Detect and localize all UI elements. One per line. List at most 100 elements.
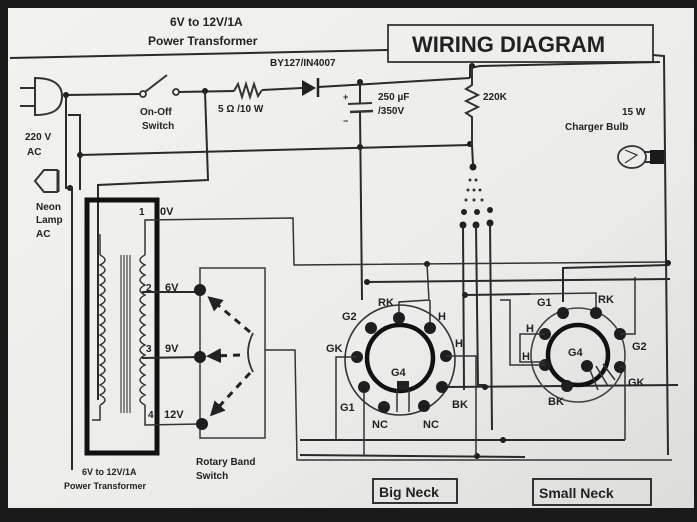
bus-mid <box>464 293 531 296</box>
rotary-label-2: Switch <box>196 471 228 482</box>
resistor-label: 5 Ω /10 W <box>218 104 264 115</box>
rotary-wiper-icon[interactable] <box>247 332 254 373</box>
bus-lower-2 <box>299 454 526 458</box>
tap-3-voltage: 9V <box>165 343 179 355</box>
small-neck-leads <box>500 277 636 440</box>
small-neck-pin-gk: GK <box>628 377 645 389</box>
mains-label-1: 220 V <box>25 132 51 143</box>
big-neck-leads <box>335 263 477 456</box>
small-neck-pin-g4: G4 <box>568 347 584 359</box>
capacitor-label-2: /350V <box>378 106 404 117</box>
rotary-contact-6v[interactable] <box>194 284 206 296</box>
wire-220k-down <box>471 144 474 166</box>
bulb-label-2: Charger Bulb <box>565 122 628 133</box>
tap-4-lead <box>144 405 201 426</box>
resistor-220k-icon <box>463 66 481 145</box>
charger-bulb-icon <box>617 145 664 169</box>
big-neck-pin-nc1: NC <box>372 419 388 431</box>
big-neck-pin-nc2: NC <box>423 419 439 431</box>
small-neck-label-box <box>532 478 652 506</box>
junction-dot <box>665 260 671 266</box>
cap-minus: − <box>343 116 348 126</box>
small-neck-pin-bk: BK <box>548 396 564 408</box>
photo-edge-bottom <box>0 508 697 517</box>
tap-3-wire <box>141 356 201 359</box>
wire-sel-1 <box>462 224 465 391</box>
big-neck-pin-gk: GK <box>326 343 343 355</box>
wire-live-down <box>65 95 73 470</box>
bulb-label-1: 15 W <box>622 107 646 118</box>
transformer-core-icon <box>120 255 131 413</box>
secondary-winding-icon <box>139 254 147 406</box>
small-neck-pin-h1: H <box>526 323 534 335</box>
paper-background <box>8 8 694 508</box>
cap-plus: + <box>343 92 348 102</box>
tap-4-pin: 4 <box>148 410 154 421</box>
tap-1-pin: 1 <box>139 207 145 218</box>
small-neck-pin-rk: RK <box>598 294 614 306</box>
tap-1-voltage: 0V <box>160 206 174 218</box>
tap-2-pin: 2 <box>146 283 152 294</box>
small-neck-pin-h2: H <box>522 351 530 363</box>
wire-sel-2 <box>475 224 484 386</box>
diode-icon <box>302 78 320 97</box>
frame-right-wire <box>652 54 669 456</box>
capacitor-icon <box>347 102 374 114</box>
big-neck-pin-rk: RK <box>378 297 394 309</box>
big-neck-pin-g1: G1 <box>340 402 355 414</box>
rotary-arrow-6v <box>207 296 251 334</box>
neon-label-2: Lamp <box>36 215 63 226</box>
frame-top-wire <box>9 49 389 59</box>
tap-3-pin: 3 <box>146 344 152 355</box>
on-off-switch-icon[interactable] <box>139 74 180 98</box>
rotary-output-wire <box>265 349 672 461</box>
junction-dot <box>474 453 480 459</box>
big-neck-label: Big Neck <box>379 484 439 500</box>
wire-switch-to-transformer <box>97 90 210 400</box>
selector-dots <box>461 178 493 215</box>
mains-label-2: AC <box>27 147 41 158</box>
primary-winding-icon <box>92 234 106 421</box>
rotary-contact-12v[interactable] <box>196 418 208 430</box>
big-neck-pin-h1: H <box>438 311 446 323</box>
diagram-title: WIRING DIAGRAM <box>412 32 605 57</box>
junction-dot <box>482 384 488 390</box>
small-neck-pin-g1: G1 <box>537 297 552 309</box>
wire-small-g1 <box>562 264 669 302</box>
tap-1-lead <box>144 217 669 266</box>
rotary-arrow-12v <box>209 371 252 417</box>
big-neck-label-box <box>372 478 458 504</box>
transformer-caption-2: Power Transformer <box>64 481 147 491</box>
resistor-5ohm-icon <box>233 80 263 101</box>
big-neck-socket <box>344 304 456 416</box>
rotary-contact-9v[interactable] <box>194 351 206 363</box>
neon-lamp-icon <box>33 169 60 193</box>
junction-dot <box>469 163 477 171</box>
diode-label: BY127/IN4007 <box>270 58 336 69</box>
bus-upper <box>366 278 671 283</box>
wire-neutral <box>68 114 81 190</box>
rotary-label-1: Rotary Band <box>196 457 255 468</box>
title-box <box>387 24 654 63</box>
top-caption-line2: Power Transformer <box>148 34 258 48</box>
capacitor-label-1: 250 µF <box>378 92 409 103</box>
neon-label-3: AC <box>36 229 50 240</box>
switch-label-2: Switch <box>142 121 174 132</box>
small-neck-label: Small Neck <box>539 485 614 501</box>
wire-cap <box>359 82 363 301</box>
wire-mains-live <box>65 93 141 96</box>
junction-dot <box>364 279 370 285</box>
big-neck-pin-bk: BK <box>452 399 468 411</box>
top-caption-line1: 6V to 12V/1A <box>170 15 243 29</box>
wire-neutral-bus <box>79 144 471 156</box>
big-neck-pin-g4: G4 <box>391 367 407 379</box>
big-neck-pin-g2: G2 <box>342 311 357 323</box>
wire-resistor-diode <box>261 87 303 91</box>
small-neck-pin-g2: G2 <box>632 341 647 353</box>
switch-label-1: On-Off <box>140 107 172 118</box>
wire-diode-cap <box>317 77 471 88</box>
mains-plug-icon <box>20 76 64 117</box>
rotary-arrow-9v <box>206 348 241 364</box>
wire-top-bus <box>469 61 661 78</box>
